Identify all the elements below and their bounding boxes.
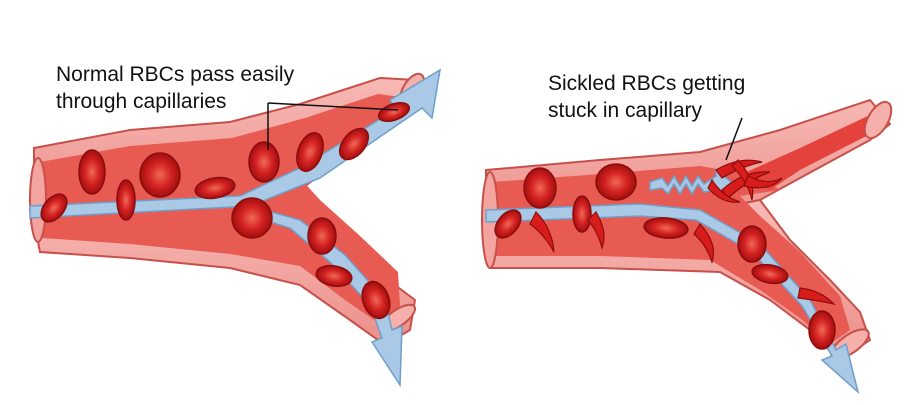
stuck-sickle-cluster [707, 159, 783, 203]
sickle-cell-icon [529, 210, 555, 253]
sickle-caption-line2: stuck in capillary [548, 99, 703, 122]
red-blood-cell-icon [40, 193, 68, 223]
vessel-lumen-capillary [740, 114, 882, 190]
red-blood-cell-icon [808, 310, 836, 350]
red-blood-cell-icon [523, 167, 557, 209]
red-blood-cell-icon [377, 101, 411, 123]
red-blood-cell-icon [296, 132, 324, 172]
sickle-cell-icon [587, 211, 605, 251]
red-blood-cell-icon [194, 176, 236, 200]
red-blood-cell-icon [595, 163, 637, 201]
red-blood-cell-icon [78, 149, 106, 195]
sickle-vessel [481, 98, 893, 395]
red-blood-cell-icon [338, 127, 370, 161]
red-blood-cell-icon [737, 225, 767, 263]
sickle-cell-icon [721, 171, 771, 199]
red-blood-cell-icon [751, 263, 789, 285]
normal-caption-line1: Normal RBCs pass easily [56, 63, 295, 86]
sickle-caption-line1: Sickled RBCs getting [548, 72, 746, 95]
normal-rbc-group [40, 101, 411, 320]
red-blood-cell-icon [361, 280, 391, 320]
red-blood-cell-icon [139, 152, 181, 198]
vessel-opening-left [29, 157, 47, 243]
red-blood-cell-icon [315, 264, 353, 288]
red-blood-cell-icon [572, 195, 592, 233]
sickle-cell-icon [693, 222, 715, 264]
sickle-cell-icon [707, 178, 741, 203]
red-blood-cell-icon [116, 179, 136, 221]
leader-line-sickle [725, 117, 743, 161]
red-blood-cell-icon [231, 197, 273, 239]
red-blood-cell-icon [307, 217, 337, 255]
leader-line-normal [267, 102, 399, 111]
vessel-opening-top [863, 100, 893, 140]
normal-caption-line2: through capillaries [56, 90, 227, 113]
sickle-cell-icon [743, 175, 783, 189]
red-blood-cell-icon [643, 217, 689, 239]
sickle-cell-icon [797, 287, 836, 306]
sickle-cell-icon [731, 159, 754, 201]
red-blood-cell-icon [494, 209, 522, 239]
red-blood-cell-icon [248, 141, 280, 183]
normal-vessel [29, 68, 442, 388]
